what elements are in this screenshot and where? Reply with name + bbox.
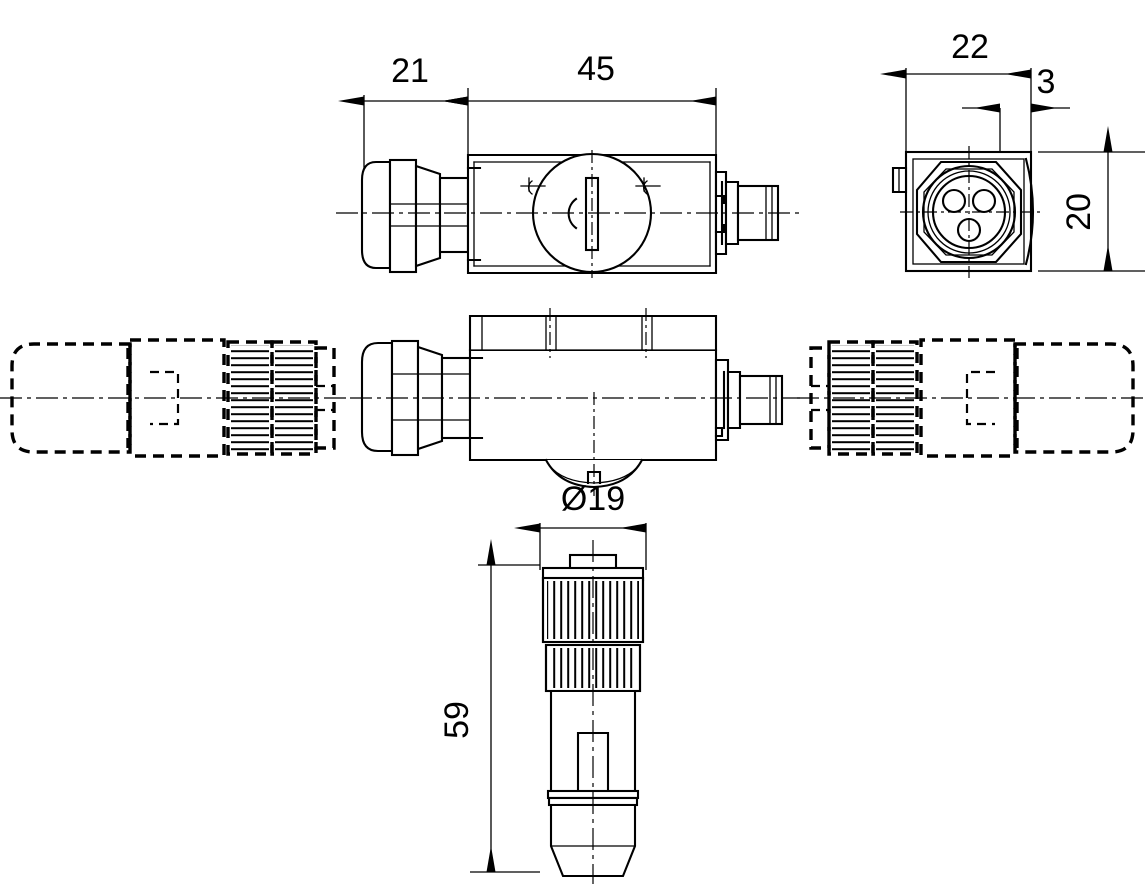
mating-connector-body <box>541 540 645 884</box>
front-view-body <box>891 146 1040 278</box>
dimension-59-label: 59 <box>438 701 476 739</box>
dimension-21-label: 21 <box>391 52 429 90</box>
screw-mark-right <box>635 177 661 195</box>
phantom-connector-left <box>0 338 348 458</box>
side-view-row <box>0 308 1145 496</box>
top-view: 21 45 <box>336 50 800 278</box>
dimension-dia19-label: Ø19 <box>561 480 625 518</box>
dimension-22: 22 <box>880 28 1031 79</box>
front-view-extension-lines <box>905 68 1145 272</box>
front-view: 22 3 20 <box>880 28 1145 278</box>
dimension-45-label: 45 <box>577 50 615 88</box>
dimension-21: 21 <box>338 52 468 106</box>
dimension-20: 20 <box>1060 126 1113 271</box>
dimension-dia19: Ø19 <box>514 480 647 570</box>
dimension-59: 59 <box>438 539 540 873</box>
dimension-3: 3 <box>962 63 1070 113</box>
dimension-20-label: 20 <box>1060 193 1098 231</box>
side-view-body <box>350 308 800 496</box>
dimension-3-label: 3 <box>1037 63 1056 101</box>
dimension-45: 45 <box>442 50 716 106</box>
mating-connector-view: Ø19 59 <box>438 480 647 884</box>
top-view-cable-gland <box>360 158 470 274</box>
screw-mark-left <box>520 177 546 195</box>
phantom-connector-right <box>797 338 1145 458</box>
top-view-body <box>466 150 718 278</box>
dimension-22-label: 22 <box>951 28 989 66</box>
